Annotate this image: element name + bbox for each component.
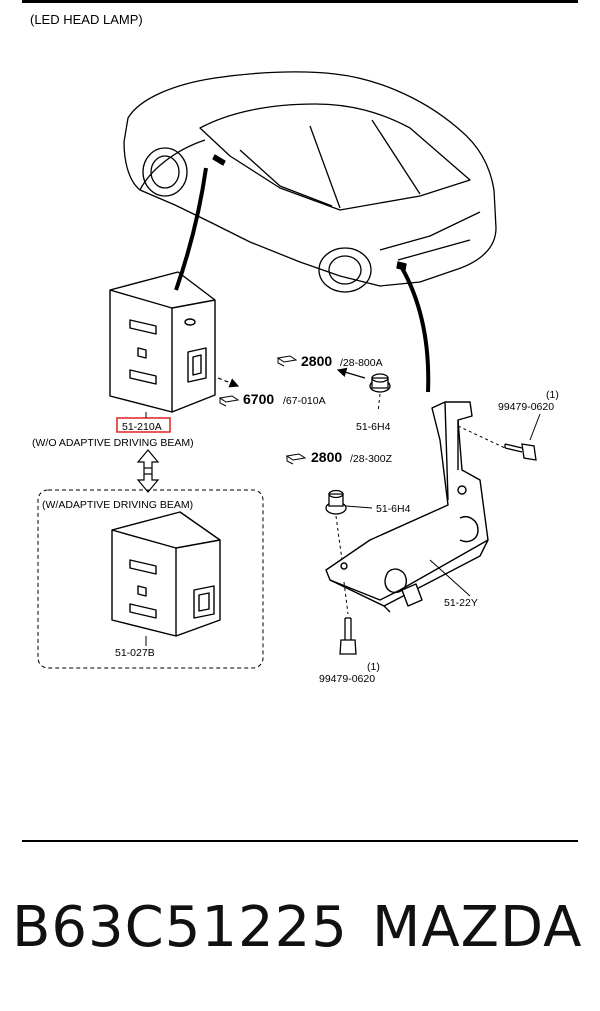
adb-variant-box [37, 489, 264, 669]
footer-brand: MAZDA [372, 895, 583, 960]
car-illustration [123, 71, 497, 293]
bolt-right-qty: (1) [546, 389, 559, 401]
ref-icon-2 [218, 395, 240, 407]
part-label-bracket: 51-22Y [444, 597, 478, 609]
caption-with-adb: (W/ADAPTIVE DRIVING BEAM) [42, 499, 193, 511]
ref-code-1: /28-800A [340, 357, 383, 369]
part-label-nut-upper: 51-6H4 [356, 421, 391, 433]
part-label-51-027B: 51-027B [115, 647, 155, 659]
bracket-51-22Y [325, 401, 489, 613]
bolt-lower-qty: (1) [367, 661, 380, 673]
caption-without-adb: (W/O ADAPTIVE DRIVING BEAM) [32, 437, 194, 449]
leader-line-left [174, 167, 208, 291]
part-label-nut-middle: 51-6H4 [376, 503, 411, 515]
leader-bolt-right [529, 413, 541, 441]
module-51-027B [111, 511, 221, 637]
leader-nut-upper [377, 393, 381, 413]
leader-line-right [400, 267, 431, 393]
ref-code-3: /28-300Z [350, 453, 393, 465]
bolt-right [504, 443, 537, 461]
ref-icon-3 [285, 453, 307, 465]
leader-bracket [429, 559, 471, 597]
part-label-51-210A: 51-210A [122, 421, 162, 433]
nut-middle-dashed [335, 515, 343, 561]
parts-diagram: (LED HEAD LAMP) 51-210A (W/O ADAPTIVE [30, 12, 559, 685]
top-rule [22, 0, 578, 3]
footer-divider [22, 840, 578, 842]
part-label-bolt-right: 99479-0620 [498, 401, 554, 413]
part-label-bolt-lower: 99479-0620 [319, 673, 375, 685]
diagram-title: (LED HEAD LAMP) [30, 12, 143, 27]
leader-nut-middle [345, 505, 373, 509]
nut-upper [369, 373, 391, 393]
connector-arrow [217, 377, 240, 388]
double-arrow-icon [136, 449, 160, 493]
ref-icon-1 [276, 355, 298, 367]
bolt-lower [339, 617, 357, 655]
ref-number-1: 2800 [301, 353, 332, 369]
ref-number-3: 2800 [311, 449, 342, 465]
bolt-lower-dashed [343, 581, 349, 615]
ref1-arrow [336, 367, 366, 379]
module-51-210A [109, 271, 216, 413]
footer-part-number: B63C51225 [12, 895, 348, 960]
ref-number-2: 6700 [243, 391, 274, 407]
ref-code-2: /67-010A [283, 395, 326, 407]
highlight-box [116, 417, 171, 433]
nut-middle [325, 489, 347, 515]
bolt-right-dashed [457, 425, 506, 449]
